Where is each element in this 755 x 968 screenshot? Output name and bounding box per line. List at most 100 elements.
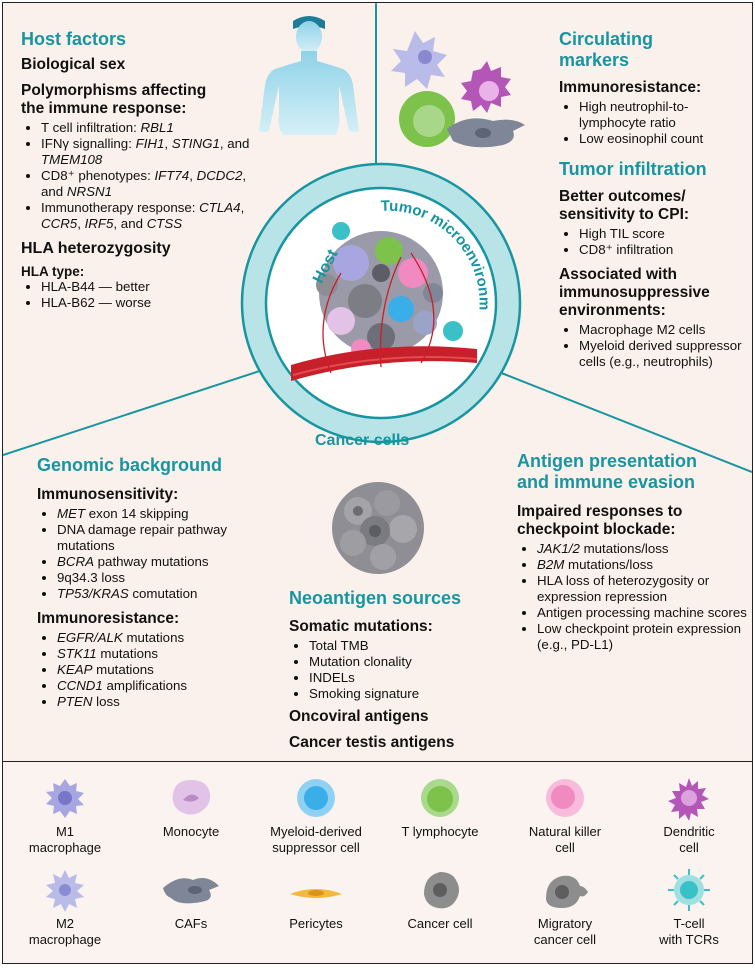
neoantigen-sources-section: Neoantigen sources Somatic mutations: To… — [289, 588, 499, 754]
immunoresistance-heading: Immunoresistance: — [559, 79, 702, 96]
immunoresistance-genomic-list: EGFR/ALK mutations STK11 mutations KEAP … — [37, 630, 277, 710]
polymorphisms-list: T cell infiltration: RBL1 IFNγ signallin… — [21, 120, 266, 232]
tumor-infiltration-title: Tumor infiltration — [559, 159, 707, 179]
list-item: BCRA pathway mutations — [57, 554, 277, 570]
legend-item-monocyte: Monocyte — [131, 776, 251, 840]
legend-item-pericytes: Pericytes — [256, 868, 376, 932]
human-figure-illustration — [259, 16, 359, 135]
list-item: CD8⁺ infiltration — [579, 242, 751, 258]
list-item: Smoking signature — [309, 686, 499, 702]
list-item: 9q34.3 loss — [57, 570, 277, 586]
myeloid-derived-suppressor-cell-icon — [297, 779, 335, 817]
list-item: JAK1/2 mutations/loss — [537, 541, 747, 557]
list-item: High neutrophil-to-lymphocyte ratio — [579, 99, 749, 131]
better-outcomes-list: High TIL score CD8⁺ infiltration — [559, 226, 751, 258]
list-item: High TIL score — [579, 226, 751, 242]
list-item: EGFR/ALK mutations — [57, 630, 277, 646]
polymorphisms-heading-line-1: Polymorphisms affecting — [21, 82, 207, 99]
associated-list: Macrophage M2 cells Myeloid derived supp… — [559, 322, 751, 370]
migratory-cancer-cell-icon — [546, 875, 588, 908]
genomic-background-section: Genomic background Immunosensitivity: ME… — [37, 455, 277, 718]
circulating-markers-list: High neutrophil-to-lymphocyte ratio Low … — [559, 99, 749, 147]
list-item: PTEN loss — [57, 694, 277, 710]
oncoviral-antigens-heading: Oncoviral antigens — [289, 708, 429, 725]
hla-heterozygosity-heading: HLA heterozygosity — [21, 240, 171, 257]
m2-macrophage-icon — [46, 870, 84, 912]
list-item: STK11 mutations — [57, 646, 277, 662]
list-item: HLA loss of heterozygosity or expression… — [537, 573, 747, 605]
tumor-ring-diagram: Host Tumor microenvironment Cancer cells — [231, 153, 522, 449]
list-item: INDELs — [309, 670, 499, 686]
immunosensitivity-list: MET exon 14 skipping DNA damage repair p… — [37, 506, 277, 602]
list-item: Low checkpoint protein expression (e.g.,… — [537, 621, 747, 653]
cancer-cell-icon — [424, 872, 459, 909]
immunoresistance-genomic-heading: Immunoresistance: — [37, 610, 180, 627]
legend-item-t-lymphocyte: T lymphocyte — [380, 776, 500, 840]
impaired-responses-list: JAK1/2 mutations/loss B2M mutations/loss… — [517, 541, 747, 653]
list-item: T cell infiltration: RBL1 — [41, 120, 266, 136]
pericyte-icon — [290, 889, 342, 898]
t-lymphocyte-icon — [421, 779, 459, 817]
list-item: HLA-B62 — worse — [41, 295, 266, 311]
circulating-cells-illustration — [391, 31, 525, 148]
host-factors-section: Host factors Biological sex Polymorphism… — [21, 29, 266, 319]
polymorphisms-heading: Polymorphisms affecting the immune respo… — [21, 82, 266, 118]
t-cell-with-tcrs-icon — [668, 869, 710, 911]
list-item: KEAP mutations — [57, 662, 277, 678]
list-item: Mutation clonality — [309, 654, 499, 670]
hla-list: HLA-B44 — better HLA-B62 — worse — [21, 279, 266, 311]
list-item: TP53/KRAS comutation — [57, 586, 277, 602]
host-factors-title: Host factors — [21, 29, 127, 49]
better-outcomes-heading: Better outcomes/sensitivity to CPI: — [559, 188, 690, 223]
cancer-testis-antigens-heading: Cancer testis antigens — [289, 734, 455, 751]
neoantigen-sources-title: Neoantigen sources — [289, 588, 462, 608]
list-item: B2M mutations/loss — [537, 557, 747, 573]
list-item: Myeloid derived suppressor cells (e.g., … — [579, 338, 751, 370]
list-item: CD8⁺ phenotypes: IFT74, DCDC2, and NRSN1 — [41, 168, 266, 200]
immunosensitivity-heading: Immunosensitivity: — [37, 486, 179, 503]
list-item: CCND1 amplifications — [57, 678, 277, 694]
list-item: Macrophage M2 cells — [579, 322, 751, 338]
natural-killer-cell-icon — [546, 779, 584, 817]
legend-item-cancer-cell: Cancer cell — [380, 868, 500, 932]
section-dividers — [3, 3, 752, 473]
polymorphisms-heading-line-2: the immune response: — [21, 100, 187, 117]
list-item: Low eosinophil count — [579, 131, 749, 147]
tumor-cluster — [291, 222, 478, 381]
tumor-infiltration-section: Tumor infiltration Better outcomes/sensi… — [559, 159, 751, 378]
cancer-cell-cluster-illustration — [332, 482, 424, 574]
list-item: Immunotherapy response: CTLA4, CCR5, IRF… — [41, 200, 266, 232]
list-item: DNA damage repair pathway mutations — [57, 522, 277, 554]
hla-type-label: HLA type: — [21, 264, 85, 279]
m1-macrophage-icon — [46, 779, 84, 818]
somatic-mutations-heading: Somatic mutations: — [289, 618, 433, 635]
caf-icon — [163, 878, 219, 904]
genomic-background-title: Genomic background — [37, 455, 223, 475]
somatic-mutations-list: Total TMB Mutation clonality INDELs Smok… — [289, 638, 499, 702]
list-item: MET exon 14 skipping — [57, 506, 277, 522]
cancer-cells-ring-label: Cancer cells — [315, 432, 409, 449]
list-item: HLA-B44 — better — [41, 279, 266, 295]
monocyte-icon — [172, 780, 211, 815]
list-item: Total TMB — [309, 638, 499, 654]
list-item: IFNγ signalling: FIH1, STING1, and TMEM1… — [41, 136, 266, 168]
dendritic-cell-icon — [668, 778, 709, 820]
biological-sex-heading: Biological sex — [21, 56, 126, 73]
list-item: Antigen processing machine scores — [537, 605, 747, 621]
legend-item-cafs: CAFs — [131, 868, 251, 932]
